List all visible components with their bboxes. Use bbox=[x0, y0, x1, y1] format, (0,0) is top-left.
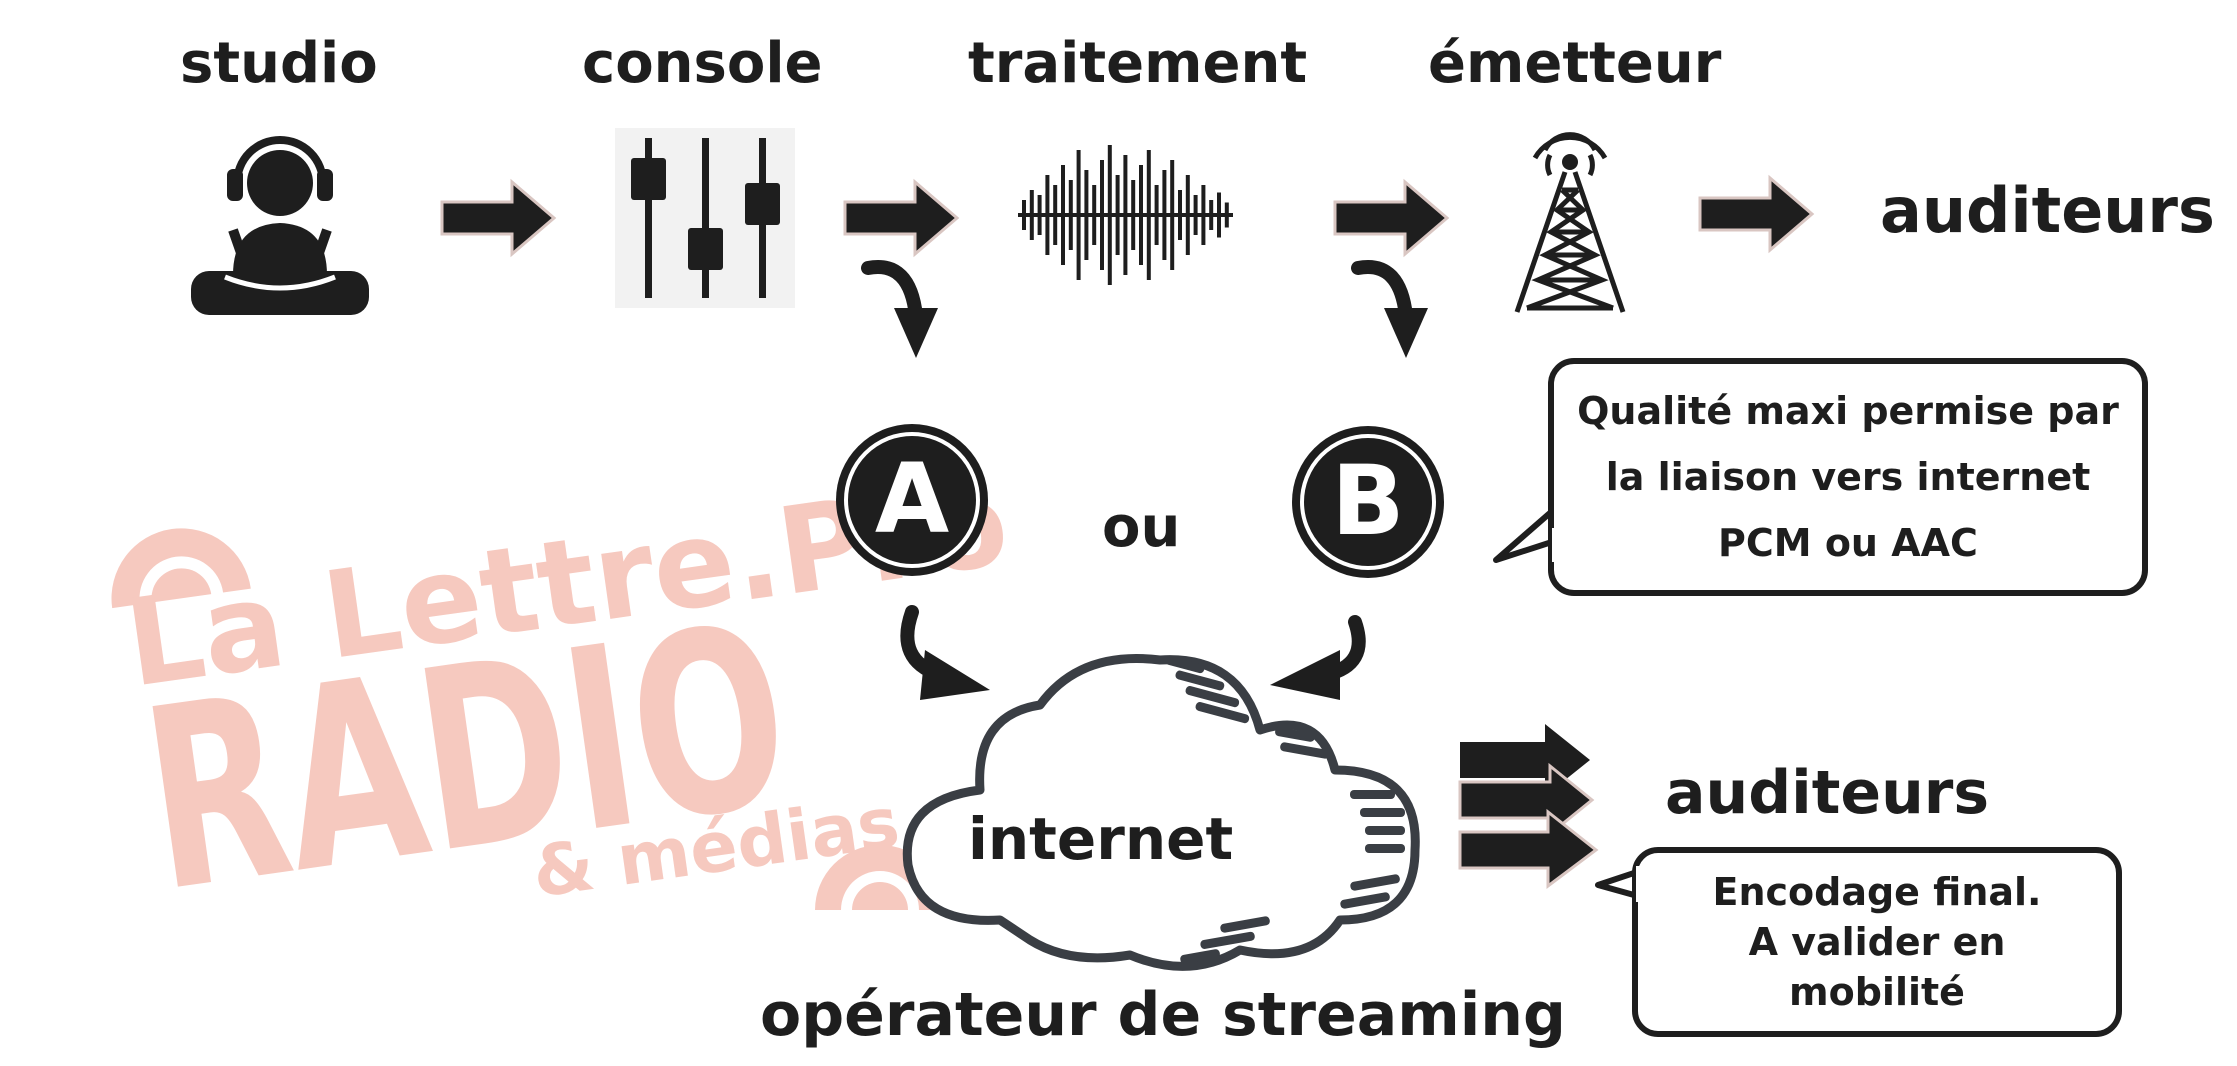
arrow-console-to-traitement bbox=[843, 180, 959, 256]
arrow-studio-to-console bbox=[440, 180, 556, 256]
note-top-line-1: Qualité maxi permise par bbox=[1577, 389, 2119, 433]
stage-title-console: console bbox=[582, 31, 823, 96]
stage-title-studio: studio bbox=[180, 31, 378, 96]
waveform-baseline bbox=[1018, 213, 1233, 217]
listeners-stream-label: auditeurs bbox=[1665, 758, 1990, 828]
arrow-b-to-cloud bbox=[1270, 615, 1366, 700]
waveform-icon bbox=[1018, 145, 1233, 285]
cloud-label: internet bbox=[968, 805, 1234, 873]
option-a-badge: A bbox=[836, 424, 988, 576]
note-top-tail-cover bbox=[1552, 528, 1572, 562]
arrow-traitement-to-emetteur bbox=[1333, 180, 1449, 256]
arrow-a-to-cloud bbox=[900, 605, 990, 700]
option-b-badge: B bbox=[1292, 426, 1444, 578]
or-label: ou bbox=[1102, 495, 1181, 560]
mixer-faders-icon bbox=[615, 128, 795, 308]
note-quality-bubble: Qualité maxi permise par la liaison vers… bbox=[1548, 358, 2148, 596]
listeners-fm-label: auditeurs bbox=[1880, 174, 2215, 247]
stage-title-emetteur: émetteur bbox=[1428, 31, 1722, 96]
arrow-traitement-to-b bbox=[1358, 267, 1428, 358]
note-bottom-line-3: mobilité bbox=[1789, 970, 1965, 1014]
note-bottom-tail-cover bbox=[1636, 866, 1650, 902]
watermark-signal-icon bbox=[111, 528, 251, 609]
option-a-letter: A bbox=[875, 443, 949, 555]
note-top-line-2: la liaison vers internet bbox=[1605, 455, 2091, 499]
radio-tower-icon bbox=[1514, 132, 1626, 313]
note-top-line-3: PCM ou AAC bbox=[1718, 521, 1978, 565]
note-bottom-line-1: Encodage final. bbox=[1712, 870, 2042, 914]
note-top-tail bbox=[1493, 503, 1560, 563]
arrow-console-to-a bbox=[868, 267, 938, 358]
arrows-cloud-to-listeners bbox=[1458, 724, 1599, 889]
dj-headphones-icon bbox=[191, 136, 369, 315]
arrow-emetteur-to-listeners bbox=[1698, 176, 1814, 252]
stage-title-traitement: traitement bbox=[968, 31, 1308, 96]
internet-cloud-icon bbox=[902, 653, 1420, 971]
option-b-letter: B bbox=[1331, 445, 1404, 557]
note-bottom-line-2: A valider en bbox=[1748, 920, 2006, 964]
note-encoding-bubble: Encodage final. A valider en mobilité bbox=[1632, 847, 2122, 1037]
cloud-caption: opérateur de streaming bbox=[760, 980, 1566, 1050]
